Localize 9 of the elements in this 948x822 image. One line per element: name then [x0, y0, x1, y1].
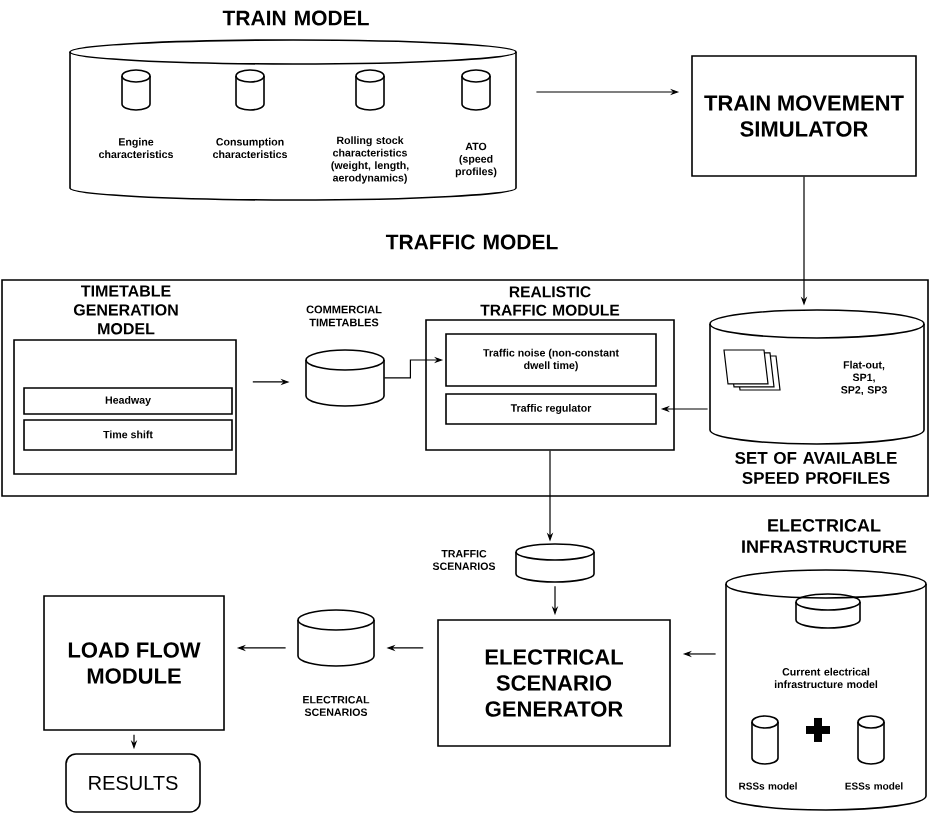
node-label: ELECTRICAL INFRASTRUCTURE [742, 518, 907, 553]
process-box: ELECTRICAL SCENARIO GENERATOR [437, 619, 671, 747]
node-label: SET OF AVAILABLE SPEED PROFILES [735, 451, 897, 485]
node-label: TRAIN MODEL [222, 10, 369, 26]
process-box: LOAD FLOW MODULE [43, 595, 225, 731]
node-label: TRAFFIC MODEL [385, 234, 558, 250]
result-box: RESULTS [65, 753, 201, 813]
process-box: TRAIN MOVEMENT SIMULATOR [691, 55, 917, 177]
node-label: TIMETABLE GENERATION MODEL [73, 285, 178, 335]
